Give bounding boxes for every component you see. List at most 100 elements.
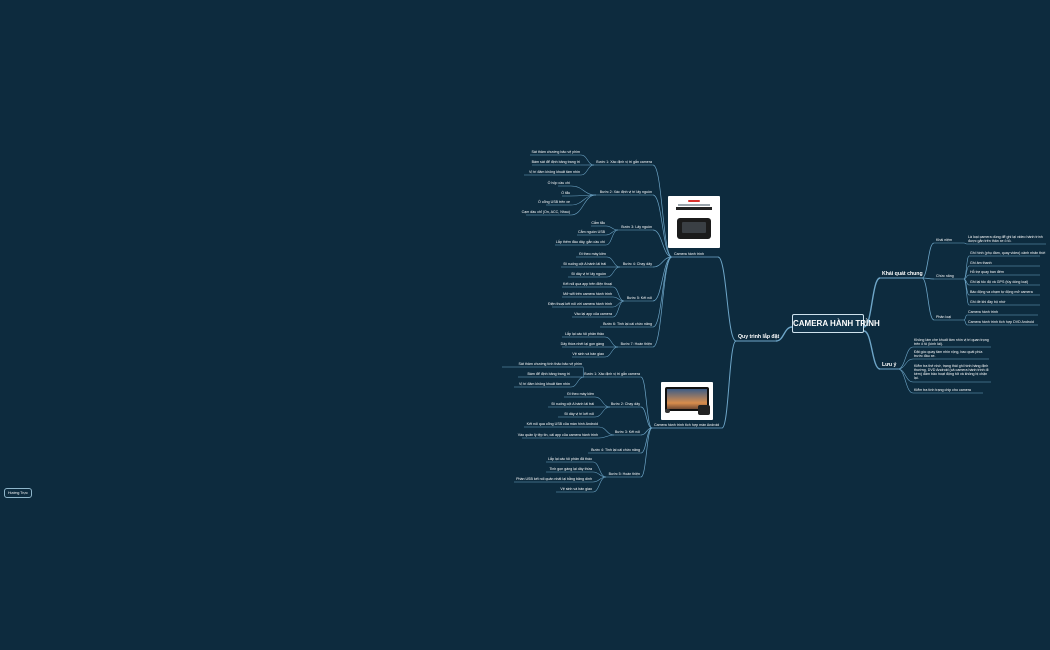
link-b-1-2 (594, 406, 611, 418)
a-step-2-item-0[interactable]: Cắm tẩu (591, 221, 605, 225)
b-step-4-item-2[interactable]: Phần USB kết nối quản nhất lại bằng băng… (516, 477, 592, 481)
sub-android[interactable]: Camera hành trình tích hợp màn Android (654, 423, 720, 427)
b-step-1-item-1[interactable]: Đi xuống cột A hành lái trái (551, 402, 594, 406)
a-step-4-item-0[interactable]: Kết nối qua app trên điện thoại (563, 282, 612, 286)
a-step-3-item-2[interactable]: Đi dây vị trí lấy nguồn (571, 272, 606, 276)
link-a-2-0 (605, 225, 619, 231)
a-step-6-item-1[interactable]: Dây thừa nhét lại gọn gàng (560, 342, 604, 346)
branch-overview[interactable]: Khái quát chung (882, 271, 923, 277)
link-a-step-0 (652, 164, 673, 258)
b-step-1[interactable]: Bước 2: Chạy dây (610, 402, 640, 406)
floating-topic[interactable]: Hướng Trực (4, 488, 32, 498)
branch-note[interactable]: Lưu ý (882, 362, 897, 368)
link-note-item-1 (897, 358, 914, 370)
a-step-5[interactable]: Bước 6: Tinh lại cài chức năng (603, 322, 652, 326)
a-step-0-item-0[interactable]: Sát thảm chướng bảo vệ phim (531, 150, 580, 154)
b-step-2-item-0[interactable]: Kết nối qua cổng USB của màn hình Androi… (526, 422, 598, 426)
a-step-2[interactable]: Bước 3: Lấy nguồn (621, 225, 652, 229)
group-1[interactable]: Chức năng (936, 274, 954, 278)
a-step-3-item-1[interactable]: Đi xuống cột A hành lái trái (563, 262, 606, 266)
link-a-0-0 (580, 154, 595, 166)
b-step-0-item-1[interactable]: Bám để định bảng trang trí (527, 372, 570, 376)
group-2-item-1[interactable]: Camera hành trình tích hợp DVD Android (968, 320, 1034, 324)
note-item-0[interactable]: Không làm che khuất tầm nhìn vị trí quan… (914, 338, 989, 346)
a-step-3[interactable]: Bước 4: Chạy dây (622, 262, 652, 266)
b-step-4[interactable]: Bước 5: Hoàn thiện (608, 472, 640, 476)
b-step-2[interactable]: Bước 3: Kết nối (614, 430, 640, 434)
note-item-2[interactable]: Kiểm tra thẻ nhớ, trạng thái ghi hình hà… (914, 364, 989, 380)
a-step-6-item-0[interactable]: Lắp lại các tôi phân thảo (565, 332, 604, 336)
link-group-item-1-5 (963, 278, 970, 306)
a-step-4-item-3[interactable]: Vào lại app của camera (574, 312, 612, 316)
a-step-3-item-0[interactable]: Đi theo máy kiền (579, 252, 606, 256)
a-step-1-item-3[interactable]: Cạm dầu chỉ (On, ACC, Nhau) (521, 210, 570, 214)
link-a-step-5 (652, 256, 673, 328)
a-step-2-item-1[interactable]: Cắm nguồn USB (578, 230, 605, 234)
link-b-0-2 (570, 376, 585, 388)
a-step-6-item-2[interactable]: Vệ sinh và bàn giao (572, 352, 604, 356)
link-root-install (775, 326, 793, 342)
camera-box-image (668, 196, 720, 248)
group-1-item-5[interactable]: Ghi đè khi đầy bộ nhớ (970, 300, 1006, 304)
link-note-item-3 (897, 368, 914, 394)
a-step-4-item-1[interactable]: Mở wifi trên camera hành trình (563, 292, 612, 296)
link-a-2-2 (605, 229, 619, 246)
group-1-item-2[interactable]: Hỗ trợ quay ban đêm (970, 270, 1004, 274)
b-step-4-item-3[interactable]: Vệ sinh và bàn giao (560, 487, 592, 491)
a-step-6[interactable]: Bước 7: Hoàn thiện (620, 342, 652, 346)
a-step-0[interactable]: Bước 1: Xác định vị trí gắn camera (596, 160, 652, 164)
link-install-sub-a (717, 256, 737, 342)
link-group-item-1-0 (963, 255, 970, 280)
link-b-0-0 (582, 366, 585, 378)
link-a-4-0 (612, 286, 625, 302)
b-step-4-item-0[interactable]: Lắp lại các tôi phân đã tháo (548, 457, 592, 461)
link-install-sub-b (721, 340, 737, 429)
link-b-1-0 (594, 396, 611, 408)
a-step-1-item-0[interactable]: Ổ hộp cầu chì (547, 181, 570, 185)
link-root-note (863, 330, 881, 370)
a-step-1-item-1[interactable]: Ổ tẩu (561, 191, 570, 195)
link-a-6-0 (604, 336, 619, 348)
link-a-step-3 (652, 256, 673, 268)
link-b-4-0 (592, 461, 607, 478)
group-2-item-0[interactable]: Camera hành trình (968, 310, 998, 314)
note-item-3[interactable]: Kiểm tra tình trạng chip cho camera (914, 388, 971, 392)
link-b-step-0 (640, 376, 653, 429)
b-step-3[interactable]: Bước 4: Tinh lại cài chức năng (591, 448, 640, 452)
group-1-item-1[interactable]: Ghi âm thanh (970, 261, 992, 265)
a-step-4[interactable]: Bước 5: Kết nối (626, 296, 652, 300)
link-b-4-3 (592, 476, 607, 493)
link-a-3-0 (606, 256, 621, 268)
a-step-4-item-2[interactable]: Điện thoại kết nối với camera hành trình (548, 302, 612, 306)
branch-install[interactable]: Quy trình lắp đặt (738, 334, 780, 340)
b-step-0-item-2[interactable]: Vị trí đảm không khuất tầm nhìn (519, 382, 570, 386)
group-0[interactable]: Khái niệm (936, 238, 952, 242)
root-node[interactable]: CAMERA HÀNH TRÌNH (792, 314, 880, 333)
link-a-step-2 (652, 229, 673, 258)
a-step-2-item-2[interactable]: Lắp thêm đầu dây, gắn cầu chì (555, 240, 605, 244)
link-group-item-2-1 (963, 319, 968, 326)
group-2[interactable]: Phân loại (936, 315, 951, 319)
a-step-1-item-2[interactable]: Ổ cổng USB trên xe (538, 200, 570, 204)
link-a-step-6 (652, 256, 673, 348)
b-step-4-item-1[interactable]: Tinh gọn gàng lại dây thừa (549, 467, 592, 471)
link-b-step-4 (640, 427, 653, 478)
group-1-item-4[interactable]: Báo động va chạm tự động mở camera (970, 290, 1033, 294)
group-1-item-0[interactable]: Ghi hình (phụ đám, quay video) cảnh nhấn… (970, 251, 1046, 255)
b-step-0[interactable]: Bước 1: Xác định vị trí gắn camera (584, 372, 640, 376)
a-step-0-item-2[interactable]: Vị trí đảm không khuất tầm nhìn (529, 170, 580, 174)
b-step-1-item-0[interactable]: Đi theo máy kiền (567, 392, 594, 396)
link-a-1-3 (570, 194, 597, 216)
android-screen-image (661, 382, 713, 420)
group-0-item-0[interactable]: Là loại camera dùng để ghi lại video hàn… (968, 235, 1043, 243)
a-step-0-item-1[interactable]: Bám sát để định bảng trang trí (531, 160, 580, 164)
sub-camera[interactable]: Camera hành trình (674, 252, 704, 256)
b-step-0-item-0[interactable]: Sát thảm chướng tính thảo bảo vệ phim (518, 362, 583, 366)
group-1-item-3[interactable]: Ghi lại tốc độ và GPS (tùy dòng loại) (970, 280, 1029, 284)
b-step-1-item-2[interactable]: Đi dây vị trí kết nối (564, 412, 594, 416)
note-item-1[interactable]: Đặt góc quay tầm nhìn rộng, bao quát phí… (914, 350, 983, 358)
a-step-1[interactable]: Bước 2: Xác định vị trí lấy nguồn (599, 190, 652, 194)
b-step-2-item-1[interactable]: Vào quản lý tệp tin, cài app của camera … (517, 433, 598, 437)
link-a-1-0 (570, 185, 597, 196)
